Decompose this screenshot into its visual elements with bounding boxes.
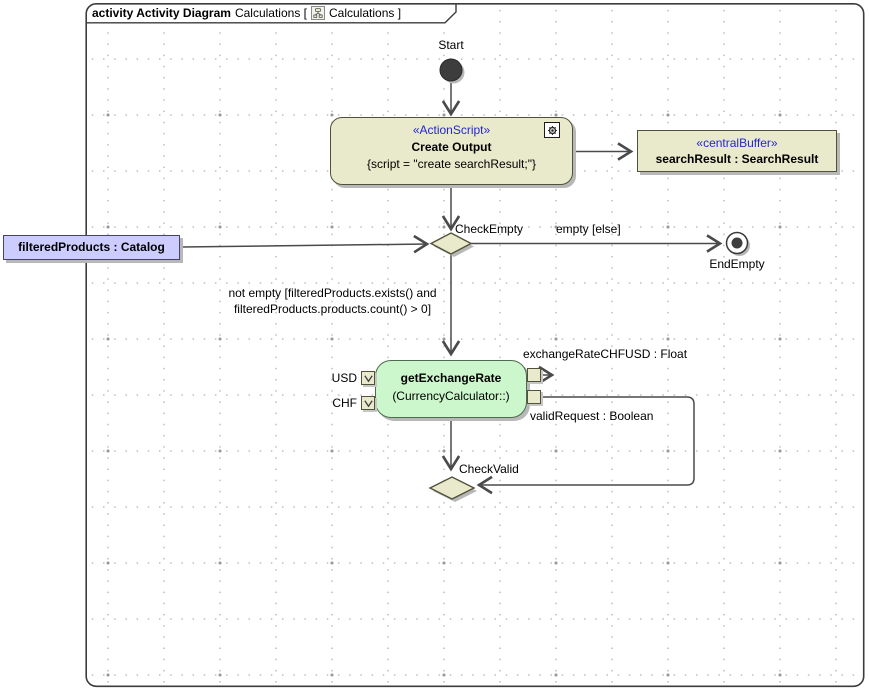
create-output-stereotype: «ActionScript» bbox=[412, 123, 491, 137]
get-exchange-rate-behavior: (CurrencyCalculator::) bbox=[392, 389, 510, 403]
start-node[interactable] bbox=[439, 58, 463, 82]
filtered-products-name: filteredProducts : Catalog bbox=[18, 240, 165, 254]
create-output-script: {script = "create searchResult;"} bbox=[367, 157, 536, 171]
pin-label-usd: USD bbox=[331, 371, 357, 385]
edge-valid-request-to-check-valid[interactable] bbox=[476, 396, 695, 495]
check-empty-label: CheckEmpty bbox=[455, 222, 524, 236]
end-empty-label: EndEmpty bbox=[709, 257, 765, 271]
pin-label-chf: CHF bbox=[332, 396, 357, 410]
buffer-stereotype: «centralBuffer» bbox=[696, 136, 778, 150]
end-empty-inner-dot bbox=[731, 237, 743, 249]
check-valid-decision[interactable] bbox=[428, 476, 476, 500]
frame-kind-label: activity Activity Diagram bbox=[92, 6, 231, 20]
not-empty-guard-label: not empty [filteredProducts.exists() and… bbox=[190, 285, 475, 317]
create-output-name: Create Output bbox=[411, 140, 492, 154]
get-exchange-rate-name: getExchangeRate bbox=[400, 371, 502, 385]
check-valid-label: CheckValid bbox=[459, 462, 519, 476]
empty-else-guard-label: empty [else] bbox=[556, 222, 621, 236]
check-empty-decision[interactable] bbox=[429, 232, 473, 255]
filtered-products-object-node[interactable]: filteredProducts : Catalog bbox=[3, 235, 180, 260]
buffer-name: searchResult : SearchResult bbox=[655, 152, 819, 166]
script-gear-icon bbox=[544, 122, 560, 138]
pin-arrow-icon bbox=[363, 399, 373, 407]
diagram-frame[interactable] bbox=[85, 2, 865, 688]
input-pin-usd[interactable] bbox=[361, 371, 375, 385]
not-empty-guard-line2: filteredProducts.products.count() > 0] bbox=[233, 302, 432, 316]
frame-diagram-ref: Calculations ] bbox=[329, 6, 402, 20]
search-result-buffer[interactable]: «centralBuffer» searchResult : SearchRes… bbox=[637, 130, 837, 172]
frame-diagram-name: Calculations [ bbox=[234, 6, 307, 20]
not-empty-guard-line1: not empty [filteredProducts.exists() and bbox=[228, 286, 437, 300]
input-pin-chf[interactable] bbox=[361, 396, 375, 410]
create-output-action[interactable]: «ActionScript» Create Output {script = "… bbox=[330, 117, 573, 185]
activity-diagram-icon bbox=[311, 6, 325, 20]
frame-title: activity Activity Diagram Calculations [… bbox=[92, 5, 401, 21]
output-pin-valid-request[interactable] bbox=[527, 390, 541, 404]
get-exchange-rate-action[interactable]: getExchangeRate (CurrencyCalculator::) bbox=[375, 360, 527, 418]
pin-label-exchange-rate: exchangeRateCHFUSD : Float bbox=[523, 347, 688, 361]
edge-filtered-products-to-check-empty[interactable] bbox=[181, 234, 430, 254]
pin-label-valid-request: validRequest : Boolean bbox=[530, 409, 654, 423]
pin-arrow-icon bbox=[363, 374, 373, 382]
frame-title-tab bbox=[86, 4, 456, 23]
start-label: Start bbox=[438, 38, 464, 52]
output-pin-exchange-rate[interactable] bbox=[527, 368, 541, 382]
frame-title-tab-outline bbox=[86, 4, 457, 24]
